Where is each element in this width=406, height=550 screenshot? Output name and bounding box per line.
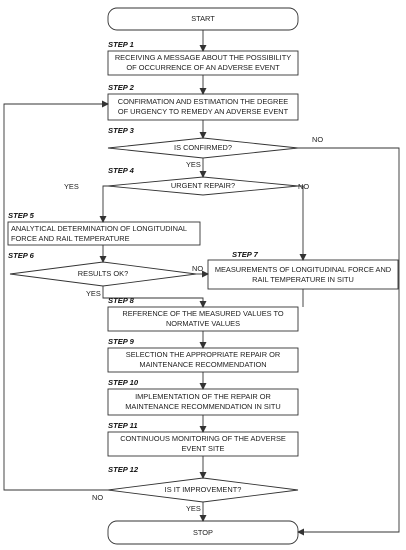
step3-question: IS CONFIRMED?	[174, 143, 232, 152]
step11-box	[107, 431, 299, 457]
step11-text: CONTINUOUS MONITORING OF THE ADVERSE EVE…	[120, 434, 286, 453]
step10-text: IMPLEMENTATION OF THE REPAIR OR MAINTENA…	[125, 392, 281, 411]
step8-box	[107, 306, 299, 332]
step6-question: RESULTS OK?	[77, 269, 129, 278]
step3-yes-label: YES	[186, 160, 201, 169]
step8-text: REFERENCE OF THE MEASURED VALUES TO NORM…	[122, 309, 284, 328]
step5-label: STEP 5	[8, 211, 34, 220]
step9-box	[107, 347, 299, 373]
step12-yes-label: YES	[186, 504, 201, 513]
step2-text: CONFIRMATION AND ESTIMATION THE DEGREE O…	[117, 97, 289, 116]
step7-label: STEP 7	[232, 250, 258, 259]
edge-step4-yes-step5	[99, 185, 108, 223]
step10-box	[107, 388, 299, 416]
step12-no-label: NO	[92, 493, 104, 502]
edge-step12-no-step2	[3, 100, 109, 491]
edge-step6-yes-step8	[102, 286, 207, 308]
step4-no-label: NO	[298, 182, 310, 191]
step6-yes-label: YES	[86, 289, 101, 298]
step1-label: STEP 1	[108, 40, 134, 49]
step4-label: STEP 4	[108, 166, 134, 175]
step4-decision	[107, 176, 299, 196]
step2-label: STEP 2	[108, 83, 134, 92]
stop-label: STOP	[193, 527, 213, 537]
start-label: START	[191, 14, 215, 23]
edge-step4-no-step7	[298, 185, 307, 261]
edge-step3-no-stop	[297, 147, 400, 536]
step9-label: STEP 9	[108, 337, 134, 346]
step12-question: IS IT IMPROVEMENT?	[164, 485, 242, 494]
step7-box	[207, 259, 399, 290]
step4-question: URGENT REPAIR?	[170, 181, 236, 190]
step1-box	[107, 50, 299, 76]
step11-label: STEP 11	[108, 421, 138, 430]
step3-label: STEP 3	[108, 126, 134, 135]
step3-no-label: NO	[312, 135, 324, 144]
step7-text: MEASUREMENTS OF LONGITUDINAL FORCE AND R…	[214, 264, 392, 284]
step12-label: STEP 12	[108, 465, 139, 474]
step5-text: ANALYTICAL DETERMINATION OF LONGITUDINAL…	[11, 223, 188, 243]
step4-yes-label: YES	[64, 182, 79, 191]
step9-text: SELECTION THE APPROPRIATE REPAIR OR MAIN…	[125, 350, 281, 369]
step6-no-label: NO	[192, 264, 204, 273]
step10-label: STEP 10	[108, 378, 139, 387]
step1-text: RECEIVING A MESSAGE ABOUT THE POSSIBILIT…	[114, 53, 292, 72]
step6-label: STEP 6	[8, 251, 34, 260]
step8-label: STEP 8	[108, 296, 134, 305]
